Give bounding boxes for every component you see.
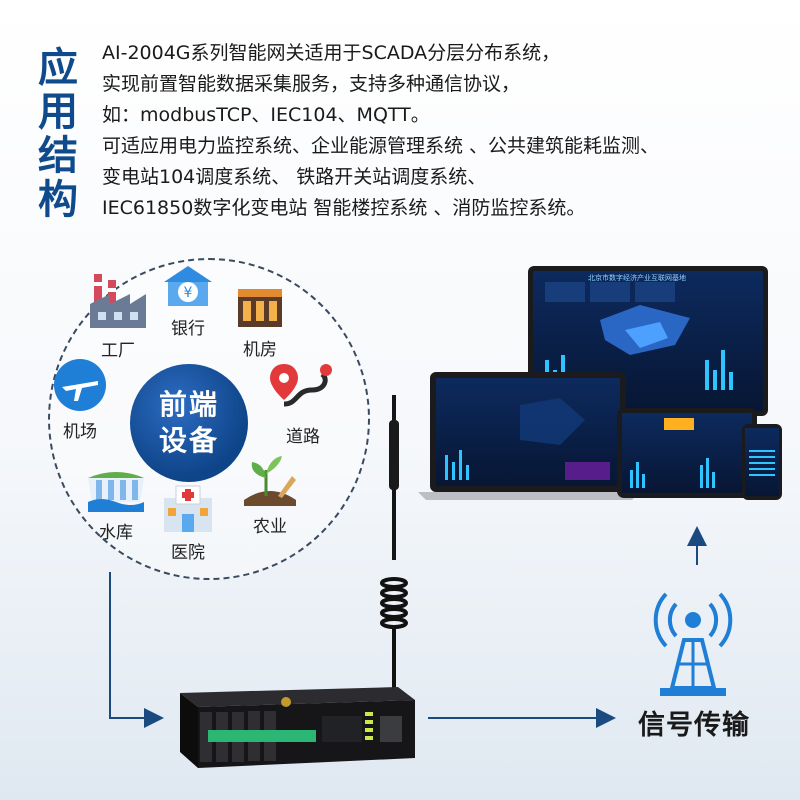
front-end-line2: 设备 <box>158 424 219 457</box>
title-char-3: 结 <box>38 133 78 179</box>
category-machine-room: 机房 <box>234 283 286 360</box>
description-line: 变电站104调度系统、 铁路开关站调度系统、 <box>102 166 487 188</box>
category-label: 农业 <box>253 517 287 537</box>
description-line: 实现前置智能数据采集服务，支持多种通信协议， <box>102 73 521 95</box>
tablet <box>617 408 757 498</box>
front-end-badge: 前端 设备 <box>130 364 248 482</box>
section-title: 应 用 结 构 <box>34 46 82 222</box>
category-airport: 机场 <box>52 357 108 442</box>
antenna <box>380 395 408 690</box>
category-bank: ¥ 银行 <box>160 262 216 339</box>
connector-line-left <box>109 572 164 728</box>
description-block: AI-2004G系列智能网关适用于SCADA分层分布系统， 实现前置智能数据采集… <box>102 38 792 224</box>
category-label: 工厂 <box>101 341 135 361</box>
category-agriculture: 农业 <box>240 452 300 537</box>
laptop <box>418 372 640 500</box>
category-factory: 工厂 <box>86 270 150 361</box>
reservoir-dam-icon <box>88 472 144 512</box>
category-hospital: 医院 <box>160 482 216 563</box>
machine-room-icon <box>238 289 282 327</box>
title-char-1: 应 <box>38 45 78 91</box>
category-road: 道路 <box>268 360 338 447</box>
hospital-icon <box>164 485 212 532</box>
bank-icon: ¥ <box>164 266 212 306</box>
monitor-title: 北京市数字经济产业互联网基地 <box>588 274 686 282</box>
signal-tower-icon <box>653 592 733 696</box>
description-line: IEC61850数字化变电站 智能楼控系统 、消防监控系统。 <box>102 197 586 219</box>
category-label: 道路 <box>286 427 320 447</box>
airplane-icon <box>54 359 106 411</box>
title-char-2: 用 <box>38 89 78 135</box>
category-label: 银行 <box>171 319 205 339</box>
description-line: 可适应用电力监控系统、企业能源管理系统 、公共建筑能耗监测、 <box>102 135 660 157</box>
description-line: 如：modbusTCP、IEC104、MQTT。 <box>102 104 430 126</box>
road-map-pin-icon <box>270 364 332 407</box>
phone <box>742 424 782 500</box>
front-end-line1: 前端 <box>158 388 219 421</box>
description-line: AI-2004G系列智能网关适用于SCADA分层分布系统， <box>102 42 561 64</box>
category-reservoir: 水库 <box>86 458 146 543</box>
category-label: 机场 <box>63 422 97 442</box>
gateway-device <box>180 687 415 768</box>
factory-icon <box>90 274 146 328</box>
category-label: 机房 <box>243 340 277 360</box>
svg-text:¥: ¥ <box>184 285 193 301</box>
category-label: 水库 <box>99 523 133 543</box>
category-label: 医院 <box>171 543 205 563</box>
plant-sprout-icon <box>244 456 296 506</box>
title-char-4: 构 <box>38 177 78 223</box>
signal-transmission-label: 信号传输 <box>638 710 750 741</box>
